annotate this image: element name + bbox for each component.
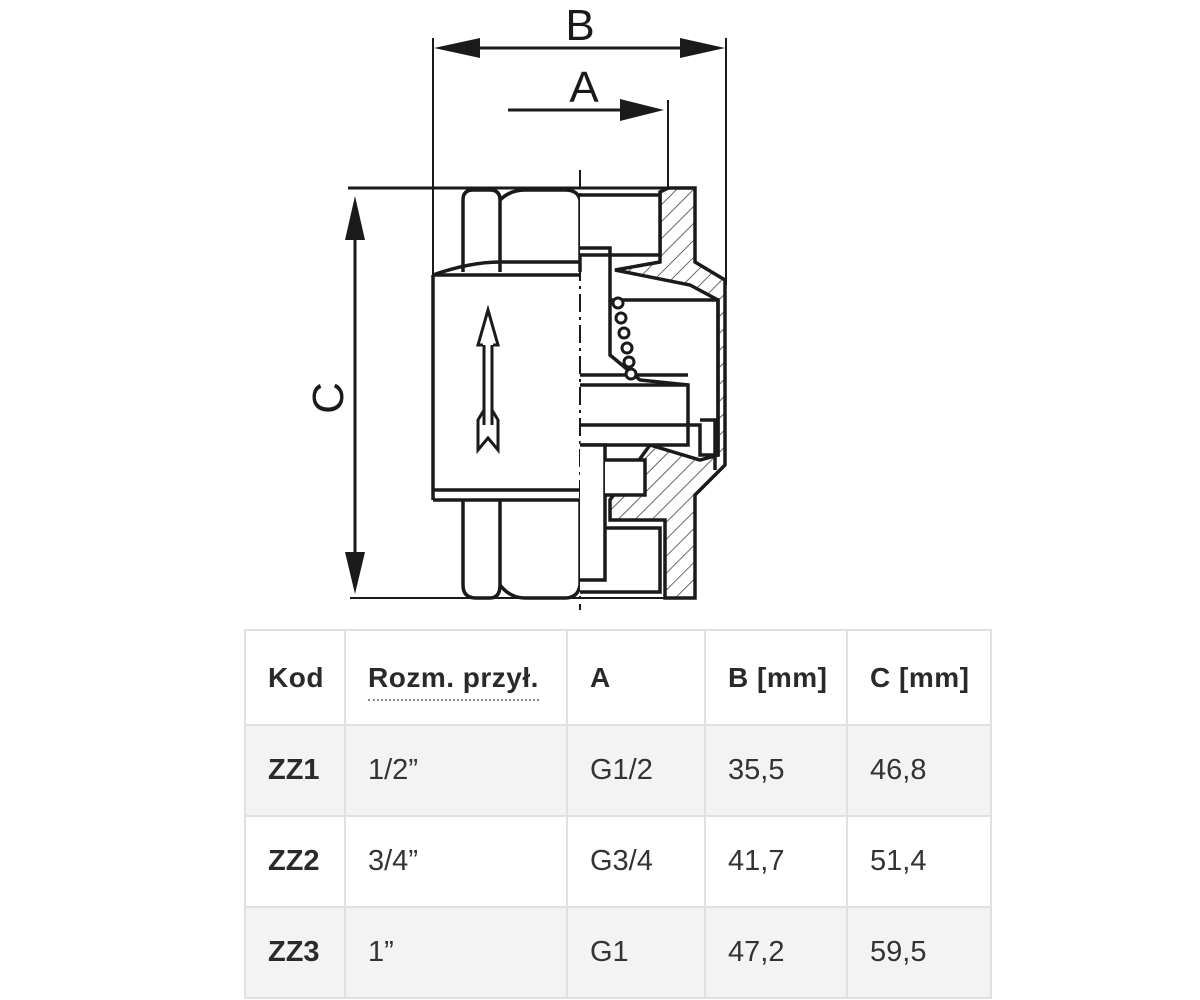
cell-b: 47,2 bbox=[704, 906, 848, 999]
column-header-c: C [mm] bbox=[846, 629, 992, 726]
column-header-kod: Kod bbox=[244, 629, 346, 726]
dimension-a-label: A bbox=[569, 63, 599, 112]
cell-c: 59,5 bbox=[846, 906, 992, 999]
table-row: ZZ1 1/2” G1/2 35,5 46,8 bbox=[244, 724, 992, 817]
column-header-rozmiar-text: Rozm. przył. bbox=[368, 661, 539, 701]
cell-rozmiar: 3/4” bbox=[344, 815, 568, 908]
table-row: ZZ2 3/4” G3/4 41,7 51,4 bbox=[244, 815, 992, 908]
column-header-a: A bbox=[566, 629, 706, 726]
spring bbox=[611, 296, 638, 381]
dimension-c-label: C bbox=[304, 382, 353, 414]
cell-kod: ZZ1 bbox=[244, 724, 346, 817]
flow-direction-arrow bbox=[476, 304, 500, 455]
dimension-a bbox=[508, 99, 669, 190]
cell-rozmiar: 1” bbox=[344, 906, 568, 999]
cell-b: 35,5 bbox=[704, 724, 848, 817]
cell-b: 41,7 bbox=[704, 815, 848, 908]
dimension-b bbox=[432, 38, 727, 285]
dimensions-table: Kod Rozm. przył. A B [mm] C [mm] ZZ1 1/2… bbox=[244, 629, 992, 999]
cell-a: G1 bbox=[566, 906, 706, 999]
cell-a: G3/4 bbox=[566, 815, 706, 908]
cell-rozmiar: 1/2” bbox=[344, 724, 568, 817]
cell-kod: ZZ3 bbox=[244, 906, 346, 999]
cell-c: 46,8 bbox=[846, 724, 992, 817]
table-header-row: Kod Rozm. przył. A B [mm] C [mm] bbox=[244, 629, 992, 726]
section-view bbox=[580, 186, 727, 600]
cell-c: 51,4 bbox=[846, 815, 992, 908]
column-header-b: B [mm] bbox=[704, 629, 848, 726]
column-header-rozmiar: Rozm. przył. bbox=[344, 629, 568, 726]
valve-body bbox=[431, 170, 582, 610]
cell-a: G1/2 bbox=[566, 724, 706, 817]
cell-kod: ZZ2 bbox=[244, 815, 346, 908]
check-valve-drawing: B A C bbox=[304, 1, 727, 610]
dimension-c bbox=[345, 186, 668, 599]
table-row: ZZ3 1” G1 47,2 59,5 bbox=[244, 906, 992, 999]
dimension-b-label: B bbox=[565, 1, 594, 50]
